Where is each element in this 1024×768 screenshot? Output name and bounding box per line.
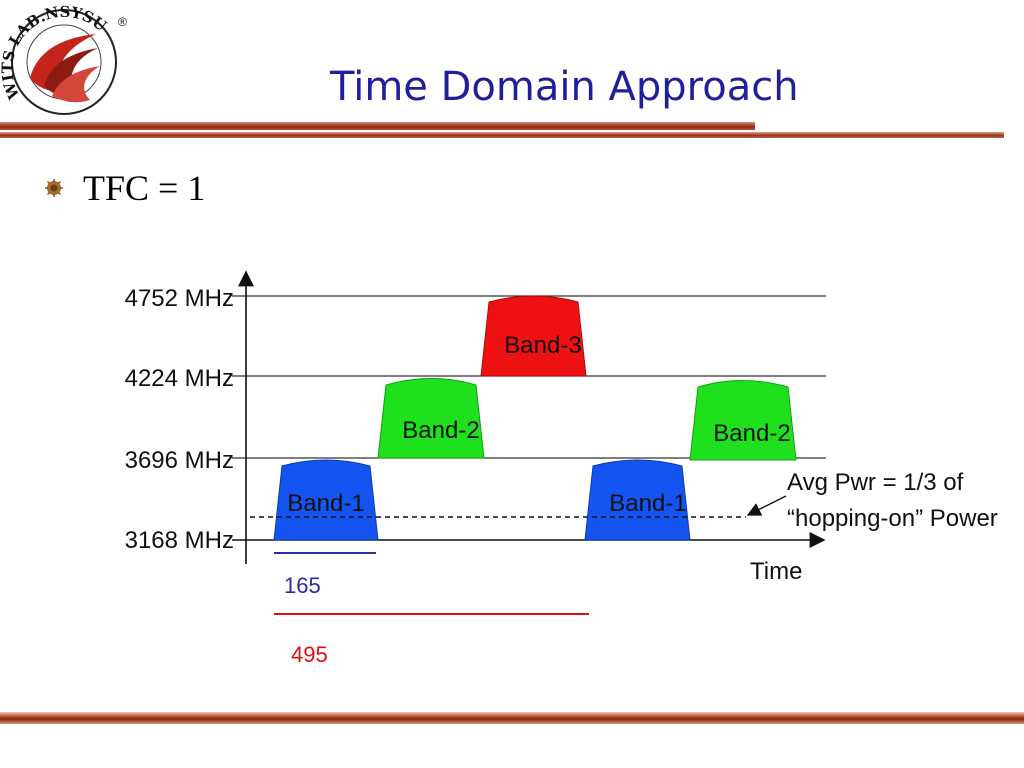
header-rule-upper bbox=[0, 122, 755, 130]
band-label: Band-2 bbox=[713, 420, 790, 447]
band-shape bbox=[377, 378, 485, 459]
band-shape bbox=[584, 459, 691, 541]
time-axis-label: Time bbox=[750, 558, 802, 585]
band-block: Band-1 bbox=[273, 459, 379, 541]
bullet-item: TFC = 1 bbox=[45, 167, 205, 209]
freq-label-3696: 3696 MHz bbox=[125, 447, 234, 474]
footer-rule bbox=[0, 712, 1024, 724]
band-shape bbox=[480, 295, 587, 377]
registered-mark: ® bbox=[118, 15, 127, 29]
freq-label-4752: 4752 MHz bbox=[125, 285, 234, 312]
annotation-line-2: “hopping-on” Power bbox=[787, 505, 998, 532]
band-label: Band-2 bbox=[402, 417, 479, 444]
band-block: Band-2 bbox=[689, 380, 797, 461]
bullet-icon bbox=[45, 179, 63, 197]
band-shape bbox=[273, 459, 379, 541]
duration-label-165: 165 bbox=[284, 573, 321, 598]
bullet-text: TFC = 1 bbox=[83, 168, 206, 208]
wits-lab-logo: ® WITS LAB.NSYSU bbox=[0, 3, 127, 115]
duration-label-495: 495 bbox=[291, 642, 328, 667]
band-label: Band-1 bbox=[287, 490, 364, 517]
header-rule-lower bbox=[0, 132, 1004, 138]
band-label: Band-3 bbox=[504, 332, 581, 359]
freq-label-3168: 3168 MHz bbox=[125, 527, 234, 554]
freq-label-4224: 4224 MHz bbox=[125, 365, 234, 392]
annotation-line-1: Avg Pwr = 1/3 of bbox=[787, 469, 964, 496]
slide-title: Time Domain Approach bbox=[330, 64, 799, 110]
band-block: Band-1 bbox=[584, 459, 691, 541]
band-block: Band-2 bbox=[377, 378, 485, 459]
band-label: Band-1 bbox=[609, 490, 686, 517]
band-shape bbox=[689, 380, 797, 461]
band-block: Band-3 bbox=[480, 295, 587, 377]
annotation-arrow bbox=[746, 495, 787, 516]
